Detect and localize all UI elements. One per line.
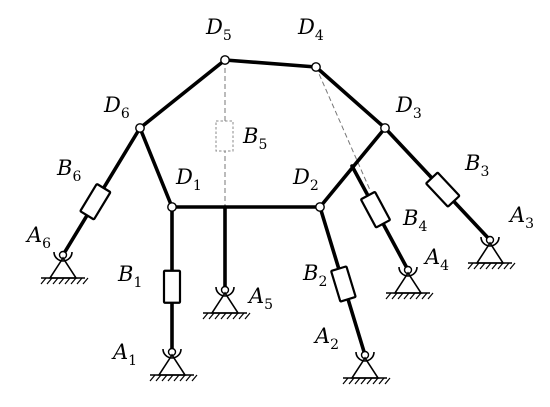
mechanism-geometry [40, 55, 516, 385]
ground-hatch-a2 [360, 377, 367, 385]
pivot-arc-a6 [53, 251, 73, 262]
joint-d2 [315, 202, 325, 212]
joint-d5 [220, 55, 230, 65]
label-D4: D4 [297, 15, 324, 44]
ground-hatch-a4 [385, 292, 392, 300]
ground-hatch-a3 [467, 262, 474, 270]
cylinder-b1 [162, 269, 182, 304]
mechanism-labels: D5 D4 D6 D3 D1 D2 B5 B6 B3 B4 B1 B2 A6 A… [25, 15, 534, 369]
ground-hatch-a4 [427, 292, 434, 300]
ground-hatch-a2 [372, 377, 379, 385]
label-D3: D3 [395, 93, 422, 122]
ground-hatch-a2 [354, 377, 361, 385]
ground-hatch-a3 [491, 262, 498, 270]
ground-hatch-a4 [391, 292, 398, 300]
ground-hatch-a3 [497, 262, 504, 270]
pivot-arc-a3 [480, 236, 500, 247]
pivot-arc-a5 [215, 286, 235, 297]
cylinder-b2 [330, 265, 357, 303]
ground-hatch-a3 [473, 262, 480, 270]
pivot-arc-a1 [162, 348, 182, 359]
joint-d3 [380, 123, 390, 133]
ground-hatch-a6 [58, 277, 65, 285]
ground-hatch-a4 [403, 292, 410, 300]
ground-hatch-a5 [214, 312, 221, 320]
joint-d6 [135, 123, 145, 133]
pivot-arc-a4 [398, 266, 418, 277]
cylinder-b4 [360, 191, 391, 229]
ground-hatch-a6 [46, 277, 53, 285]
ground-hatch-a4 [409, 292, 416, 300]
joint-d4 [311, 62, 321, 72]
label-D1: D1 [175, 165, 202, 194]
label-A4: A4 [423, 245, 449, 274]
label-B3: B3 [464, 151, 489, 180]
ground-hatch-a1 [149, 374, 156, 382]
ground-hatch-a2 [348, 377, 355, 385]
ground-hatch-a1 [155, 374, 162, 382]
label-D2: D2 [292, 165, 319, 194]
ground-hatch-a6 [82, 277, 89, 285]
ground-hatch-a4 [397, 292, 404, 300]
label-D5: D5 [205, 15, 232, 44]
ground-hatch-a2 [342, 377, 349, 385]
dashed-cylinder-b5 [215, 120, 234, 152]
label-D6: D6 [103, 93, 130, 122]
joint-d1 [167, 202, 177, 212]
ground-hatch-a1 [161, 374, 168, 382]
ground-hatch-a5 [220, 312, 227, 320]
ground-hatch-a5 [226, 312, 233, 320]
ground-hatch-a3 [503, 262, 510, 270]
ground-hatch-a5 [208, 312, 215, 320]
ground-hatch-a6 [64, 277, 71, 285]
dashed-line-d4 [315, 66, 371, 191]
label-A6: A6 [25, 223, 51, 252]
ground-hatch-a1 [167, 374, 174, 382]
label-B5: B5 [242, 124, 267, 153]
ground-hatch-a4 [415, 292, 422, 300]
ground-hatch-a3 [509, 262, 516, 270]
ground-hatch-a1 [173, 374, 180, 382]
ground-hatch-a2 [366, 377, 373, 385]
ground-hatch-a4 [421, 292, 428, 300]
label-B4: B4 [402, 206, 427, 235]
label-B2: B2 [302, 261, 327, 290]
ground-hatch-a3 [479, 262, 486, 270]
pivot-arc-a2 [355, 351, 375, 362]
label-B6: B6 [56, 156, 81, 185]
ground-hatch-a5 [238, 312, 245, 320]
ground-hatch-a6 [76, 277, 83, 285]
label-A3: A3 [508, 203, 534, 232]
ground-hatch-a1 [185, 374, 192, 382]
ground-hatch-a5 [232, 312, 239, 320]
label-A5: A5 [247, 284, 273, 313]
label-A2: A2 [313, 324, 339, 353]
cylinder-b3 [425, 171, 461, 208]
label-A1: A1 [111, 340, 137, 369]
ground-hatch-a6 [40, 277, 47, 285]
label-B1: B1 [117, 262, 142, 291]
ground-hatch-a1 [191, 374, 198, 382]
ground-hatch-a3 [485, 262, 492, 270]
ground-hatch-a5 [244, 312, 251, 320]
ground-hatch-a1 [179, 374, 186, 382]
ground-hatch-a5 [202, 312, 209, 320]
cylinder-b6 [79, 183, 112, 221]
ground-hatch-a2 [384, 377, 391, 385]
ground-hatch-a6 [52, 277, 59, 285]
ground-hatch-a6 [70, 277, 77, 285]
ground-hatch-a2 [378, 377, 385, 385]
